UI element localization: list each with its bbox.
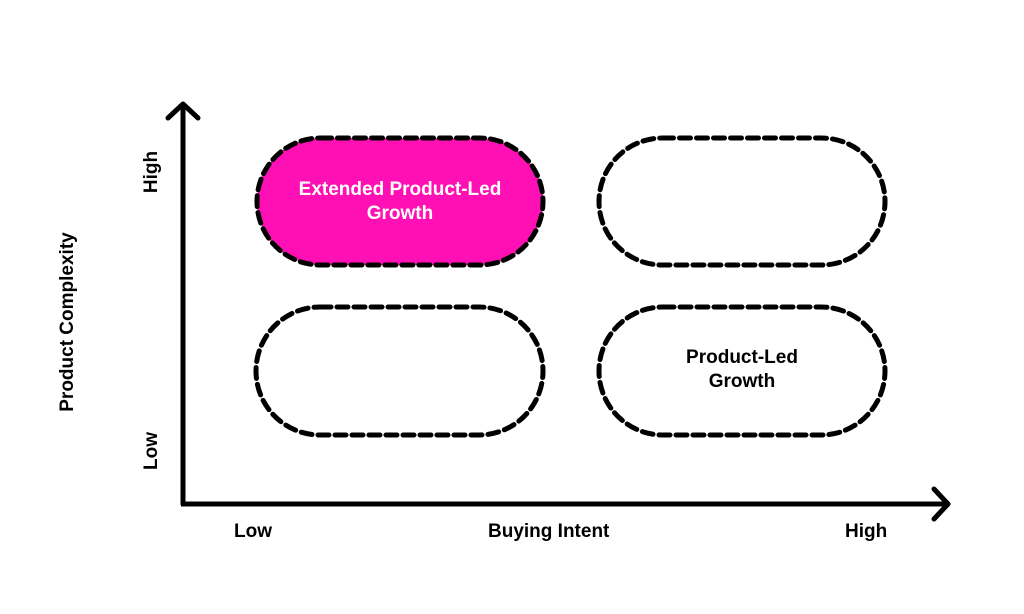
y-axis-title: Product Complexity — [57, 232, 78, 412]
quadrant-bottom-left-shape — [253, 304, 546, 438]
quadrant-bottom-right-label: Product-Led Growth — [599, 346, 885, 394]
quadrant-top-left-label-line1: Extended Product-Led — [298, 179, 502, 200]
y-axis-low-label: Low — [141, 432, 162, 470]
quadrant-bottom-right-shape — [596, 304, 888, 438]
y-axis-high-label: High — [141, 150, 162, 194]
y-axis-arrowhead-icon — [165, 101, 201, 121]
x-axis-high-label: High — [845, 521, 888, 542]
quadrant-bottom-right-label-line2: Growth — [708, 371, 776, 392]
quadrant-top-left-label-line2: Growth — [366, 203, 434, 224]
quadrant-top-right-shape — [596, 135, 888, 268]
x-axis-arrowhead-icon — [931, 486, 951, 522]
quadrant-bottom-right-label-line1: Product-Led — [686, 347, 798, 368]
x-axis-title: Buying Intent — [488, 521, 610, 542]
quadrant-top-left-label: Extended Product-Led Growth — [257, 178, 543, 226]
x-axis-low-label: Low — [234, 521, 272, 542]
quadrant-top-left-shape — [254, 135, 546, 268]
